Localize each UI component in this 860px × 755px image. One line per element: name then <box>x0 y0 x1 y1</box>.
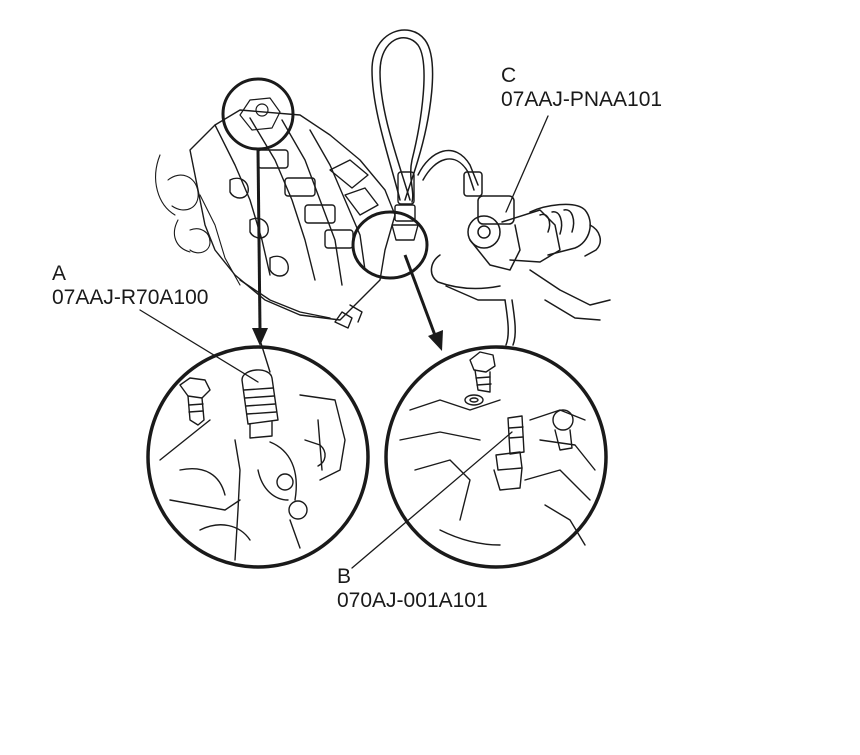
adapter-fitting <box>391 171 419 241</box>
detail-circle-a <box>146 345 370 569</box>
engine-block-side <box>155 154 241 286</box>
arrow-b <box>403 254 443 351</box>
callout-c-letter: C <box>501 64 517 87</box>
detail-a-contents <box>159 339 346 561</box>
callout-b-part-number: 070AJ-001A101 <box>337 589 488 612</box>
zoom-source-detail-a <box>239 97 281 131</box>
leader-line-a <box>139 309 259 383</box>
detail-circle-b <box>384 345 608 569</box>
leader-line-b <box>351 431 513 569</box>
callout-b-letter: B <box>337 565 352 588</box>
callout-c-part-number: 07AAJ-PNAA101 <box>501 88 663 111</box>
callout-a-part-number: 07AAJ-R70A100 <box>52 286 209 309</box>
zoom-source-circle-b <box>351 210 429 280</box>
engine-cylinder-head <box>189 109 396 329</box>
arrow-a <box>252 149 268 346</box>
detail-b-contents <box>399 351 596 546</box>
leader-line-c <box>505 115 549 213</box>
zoom-source-circle-a <box>221 77 295 151</box>
compression-gauge <box>430 171 611 321</box>
callout-a-letter: A <box>52 262 67 285</box>
compression-gauge-hose <box>371 29 516 346</box>
